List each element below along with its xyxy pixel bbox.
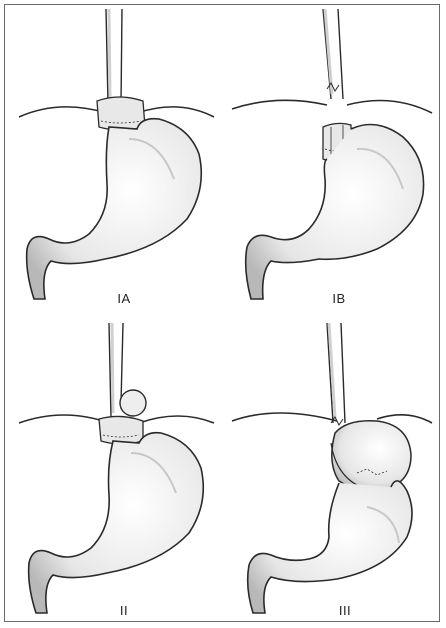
- figure-frame: IA IB: [4, 4, 440, 622]
- stomach-illustration-ii: [9, 323, 219, 623]
- panel-label-ib: IB: [309, 291, 369, 306]
- panel-iii: III: [227, 323, 437, 623]
- panel-label-ia: IA: [94, 291, 154, 306]
- panel-label-iii: III: [315, 603, 375, 618]
- stomach-illustration-ib: [227, 9, 437, 309]
- stomach-illustration-ia: [9, 9, 219, 309]
- panel-ib: IB: [227, 9, 437, 309]
- panel-ii: II: [9, 323, 219, 623]
- panel-label-ii: II: [94, 603, 154, 618]
- stomach-illustration-iii: [227, 323, 437, 623]
- panel-ia: IA: [9, 9, 219, 309]
